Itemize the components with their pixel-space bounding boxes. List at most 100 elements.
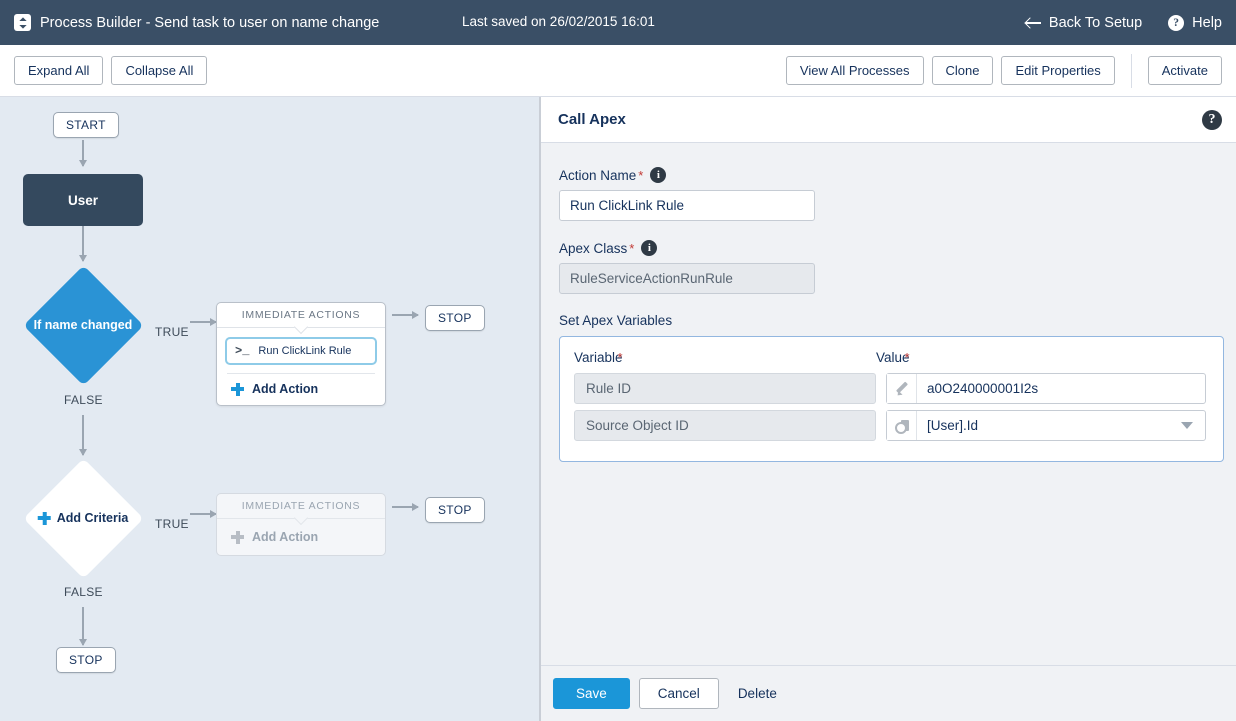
toolbar-left-group: Expand All Collapse All — [14, 56, 208, 85]
clone-button[interactable]: Clone — [931, 56, 994, 85]
variable-value-text: [User].Id — [927, 418, 979, 433]
required-mark: * — [617, 350, 623, 365]
action-detail-panel: Call Apex ? Action Name * i Apex Class *… — [541, 97, 1236, 721]
table-row: Rule ID a0O240000001I2s — [574, 373, 1209, 404]
add-criteria-label: Add Criteria — [56, 511, 129, 525]
criteria2-false-label: FALSE — [64, 585, 103, 599]
apex-class-field-group: Apex Class * i — [559, 240, 1236, 294]
brand: Process Builder - Send task to user on n… — [14, 14, 379, 31]
action-name-input[interactable] — [559, 190, 815, 221]
connector-criteria1-true — [190, 318, 217, 326]
connector-actions2-to-stop2 — [392, 503, 419, 511]
stop-label-1: STOP — [425, 305, 485, 331]
expand-all-button[interactable]: Expand All — [14, 56, 104, 85]
immediate-actions-group-1[interactable]: IMMEDIATE ACTIONS >_ Run ClickLink Rule … — [216, 302, 386, 406]
connector-actions1-to-stop1 — [392, 311, 419, 319]
save-button[interactable]: Save — [553, 678, 630, 709]
apex-class-input — [559, 263, 815, 294]
start-node[interactable]: START — [53, 112, 119, 138]
stop-label-3: STOP — [56, 647, 116, 673]
criteria-node-add-criteria[interactable]: Add Criteria — [22, 457, 144, 579]
edit-properties-button[interactable]: Edit Properties — [1001, 56, 1115, 85]
collapse-all-button[interactable]: Collapse All — [111, 56, 208, 85]
criteria-node-if-name-changed[interactable]: If name changed — [22, 264, 144, 386]
info-icon[interactable]: i — [650, 167, 667, 183]
action-chip-run-clicklink-rule[interactable]: >_ Run ClickLink Rule — [225, 337, 377, 365]
merge-field-icon — [894, 419, 909, 434]
merge-field-icon-slot[interactable] — [887, 411, 917, 440]
object-node-user[interactable]: User — [23, 174, 143, 226]
add-action-label-2: Add Action — [252, 530, 319, 544]
back-to-setup-link[interactable]: Back To Setup — [1025, 14, 1143, 31]
arrow-left-icon — [1025, 16, 1041, 29]
immediate-actions-header: IMMEDIATE ACTIONS — [217, 303, 385, 328]
stop-node-3[interactable]: STOP — [56, 647, 116, 673]
plus-icon — [37, 511, 51, 525]
apex-class-label: Apex Class — [559, 240, 628, 256]
activate-button[interactable]: Activate — [1147, 56, 1222, 85]
stop-node-2[interactable]: STOP — [425, 497, 485, 523]
delete-button[interactable]: Delete — [728, 686, 787, 701]
required-mark: * — [638, 167, 644, 183]
variable-name-cell: Source Object ID — [574, 410, 876, 441]
plus-icon — [231, 382, 244, 396]
pencil-icon-slot[interactable] — [887, 374, 917, 403]
chevron-down-icon[interactable] — [1181, 422, 1193, 429]
process-builder-logo-icon — [14, 14, 31, 31]
stop-label-2: STOP — [425, 497, 485, 523]
action-chip-label: Run ClickLink Rule — [258, 345, 352, 357]
page-title: Process Builder - Send task to user on n… — [40, 14, 380, 31]
action-name-field-group: Action Name * i — [559, 167, 1236, 221]
connector-criteria1-false — [79, 415, 87, 456]
cancel-button[interactable]: Cancel — [638, 678, 719, 709]
add-action-button-2[interactable]: Add Action — [217, 519, 385, 555]
immediate-actions-header-2: IMMEDIATE ACTIONS — [217, 494, 385, 519]
toolbar-right-group: View All Processes Clone Edit Properties… — [785, 53, 1222, 88]
help-label: Help — [1192, 14, 1222, 31]
stop-node-1[interactable]: STOP — [425, 305, 485, 331]
column-header-value: Value — [876, 350, 910, 365]
action-separator — [227, 373, 375, 374]
connector-criteria2-true — [190, 510, 217, 518]
panel-header: Call Apex ? — [541, 97, 1236, 143]
apex-variables-header-row: Variable * Value * — [574, 350, 1209, 365]
info-icon[interactable]: i — [641, 240, 658, 256]
help-circle-icon: ? — [1168, 14, 1185, 31]
variable-value-cell[interactable]: a0O240000001I2s — [886, 373, 1206, 404]
required-mark: * — [629, 240, 635, 256]
panel-title: Call Apex — [558, 111, 626, 128]
connector-start-to-object — [79, 140, 87, 167]
variable-value-cell[interactable]: [User].Id — [886, 410, 1206, 441]
canvas-panel-divider — [539, 97, 541, 721]
add-action-label: Add Action — [252, 382, 319, 396]
panel-body: Action Name * i Apex Class * i Set Apex … — [541, 143, 1236, 665]
toolbar-divider — [1130, 53, 1132, 88]
header-actions: Back To Setup ? Help — [1025, 0, 1222, 45]
action-name-label-row: Action Name * i — [559, 167, 1236, 183]
view-all-processes-button[interactable]: View All Processes — [785, 56, 924, 85]
help-circle-icon[interactable]: ? — [1202, 109, 1222, 130]
help-link[interactable]: ? Help — [1168, 14, 1222, 31]
app-header: Process Builder - Send task to user on n… — [0, 0, 1236, 45]
table-row: Source Object ID [User].Id — [574, 410, 1209, 441]
column-header-variable: Variable — [574, 350, 623, 365]
back-to-setup-label: Back To Setup — [1048, 14, 1143, 31]
required-mark: * — [904, 350, 910, 365]
action-name-label: Action Name — [559, 167, 637, 183]
variable-name-cell: Rule ID — [574, 373, 876, 404]
column-header-value-wrap: Value * — [876, 350, 1196, 365]
apex-variables-title: Set Apex Variables — [559, 313, 673, 328]
plus-icon — [231, 530, 244, 544]
start-label: START — [53, 112, 119, 138]
apex-variables-card: Variable * Value * Rule ID a0 — [559, 336, 1224, 462]
criteria2-true-label: TRUE — [155, 517, 189, 531]
add-action-button-1[interactable]: Add Action — [217, 374, 385, 405]
pencil-icon — [895, 382, 909, 396]
apex-code-icon: >_ — [235, 344, 250, 358]
variable-value-text: a0O240000001I2s — [927, 381, 1039, 396]
immediate-actions-group-2[interactable]: IMMEDIATE ACTIONS Add Action — [216, 493, 386, 556]
apex-class-label-row: Apex Class * i — [559, 240, 1236, 256]
column-header-variable-wrap: Variable * — [574, 350, 876, 365]
process-canvas[interactable]: START User If name changed TRUE FALSE IM… — [0, 97, 540, 721]
object-node-label: User — [23, 174, 143, 226]
